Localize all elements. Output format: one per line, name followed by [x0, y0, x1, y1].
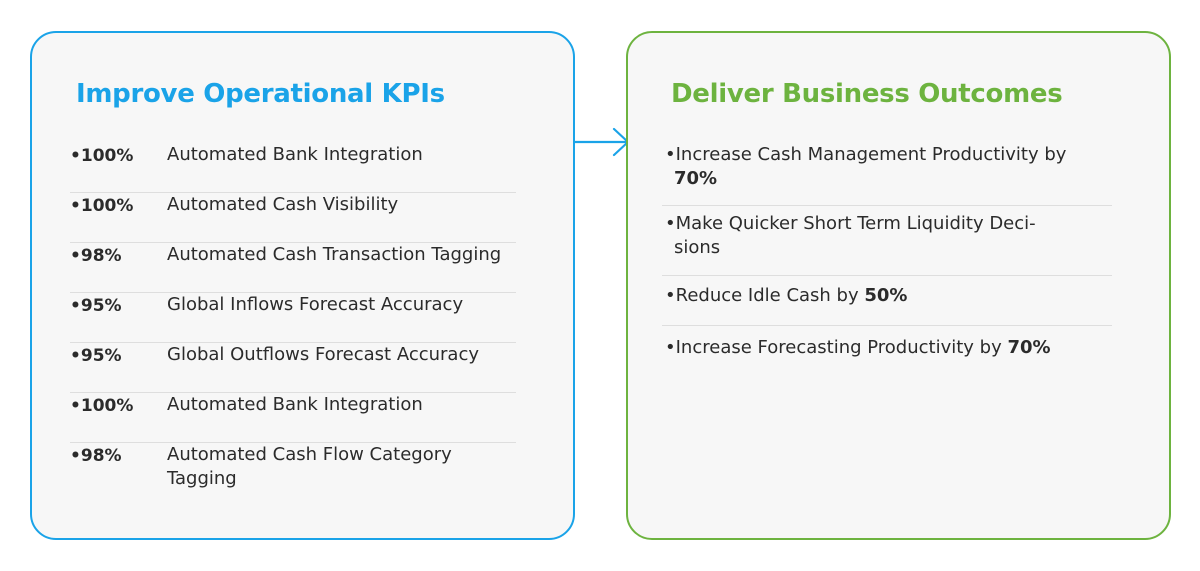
- kpi-label: Global Inflows Forecast Accuracy: [167, 294, 464, 315]
- kpi-panel-title: Improve Operational KPIs: [76, 79, 445, 109]
- outcomes-panel: Deliver Business Outcomes •Increase Cash…: [626, 31, 1171, 540]
- kpi-value: •98%: [70, 246, 122, 266]
- kpi-value: •100%: [70, 146, 134, 166]
- kpi-list: •100% Automated Bank Integration •100% A…: [70, 143, 516, 493]
- kpi-panel: Improve Operational KPIs •100% Automated…: [30, 31, 575, 540]
- outcomes-panel-title: Deliver Business Outcomes: [671, 79, 1063, 109]
- kpi-row: •98% Automated Cash Transaction Tagging: [70, 243, 516, 293]
- kpi-value: •100%: [70, 196, 134, 216]
- kpi-row: •95% Global Outflows Forecast Accuracy: [70, 343, 516, 393]
- kpi-row: •100% Automated Bank Integration: [70, 393, 516, 443]
- kpi-label: Automated Cash Flow Category Tagging: [167, 444, 452, 489]
- kpi-label: Automated Cash Transaction Tagging: [167, 244, 502, 265]
- outcomes-list: •Increase Cash Management Productivity b…: [662, 143, 1112, 376]
- outcome-item: •Increase Cash Management Productivity b…: [662, 143, 1112, 206]
- kpi-label: Automated Cash Visibility: [167, 194, 399, 215]
- outcome-text: •Increase Forecasting Productivity by 70…: [665, 337, 1051, 358]
- kpi-label: Automated Bank Integration: [167, 144, 423, 165]
- kpi-row: •100% Automated Cash Visibility: [70, 193, 516, 243]
- kpi-value: •95%: [70, 296, 122, 316]
- kpi-label: Global Outflows Forecast Accuracy: [167, 344, 480, 365]
- kpi-row: •98% Automated Cash Flow Category Taggin…: [70, 443, 516, 493]
- outcome-text: •Make Quicker Short Term Liquidity Deci-…: [665, 213, 1036, 258]
- arrow-right-icon: [573, 127, 630, 157]
- outcome-text: •Reduce Idle Cash by 50%: [665, 285, 908, 306]
- kpi-row: •95% Global Inflows Forecast Accuracy: [70, 293, 516, 343]
- kpi-row: •100% Automated Bank Integration: [70, 143, 516, 193]
- kpi-value: •100%: [70, 396, 134, 416]
- kpi-value: •98%: [70, 446, 122, 466]
- kpi-value: •95%: [70, 346, 122, 366]
- outcome-item: •Reduce Idle Cash by 50%: [662, 276, 1112, 326]
- outcome-item: •Make Quicker Short Term Liquidity Deci-…: [662, 206, 1112, 276]
- kpi-label: Automated Bank Integration: [167, 394, 423, 415]
- outcome-item: •Increase Forecasting Productivity by 70…: [662, 326, 1112, 376]
- outcome-text: •Increase Cash Management Productivity b…: [665, 144, 1067, 189]
